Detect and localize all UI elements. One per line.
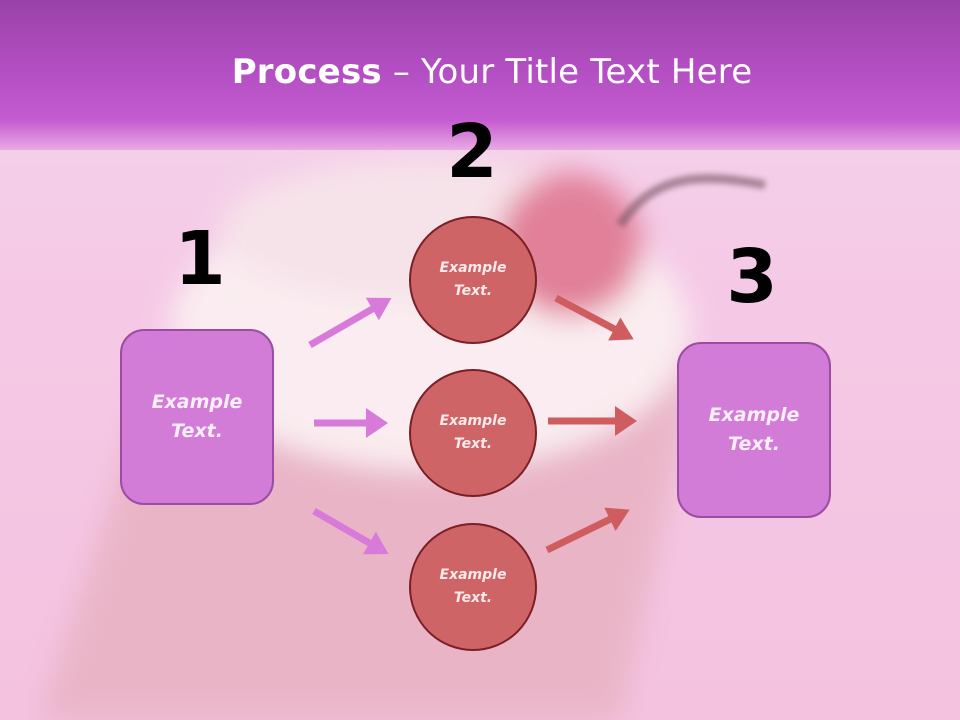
circle-top-line1: Example	[439, 260, 507, 276]
left-box-line1: Example	[151, 391, 243, 413]
arrow-left-up	[308, 297, 392, 349]
arrow-left-middle	[314, 408, 388, 438]
title-rest: – Your Title Text Here	[381, 52, 753, 92]
arrow-left-down	[312, 507, 389, 555]
circle-middle-line2: Text.	[453, 436, 493, 452]
arrow-right-down	[554, 294, 634, 341]
step-number-2: 2	[446, 109, 498, 195]
arrow-right-up	[545, 507, 630, 554]
slide-title: Process – Your Title Text Here	[0, 52, 960, 92]
circle-bottom-line1: Example	[439, 567, 507, 583]
left-box-line2: Text.	[171, 420, 223, 442]
right-box-line1: Example	[708, 404, 800, 426]
arrow-right-middle	[548, 406, 637, 436]
circle-bottom-line2: Text.	[453, 590, 493, 606]
title-banner	[0, 0, 960, 150]
title-bold: Process	[231, 52, 382, 92]
circle-top-line2: Text.	[453, 283, 493, 299]
step-number-3: 3	[726, 234, 778, 320]
step-number-1: 1	[174, 216, 226, 302]
circle-middle-line1: Example	[439, 413, 507, 429]
right-box-line2: Text.	[728, 433, 780, 455]
